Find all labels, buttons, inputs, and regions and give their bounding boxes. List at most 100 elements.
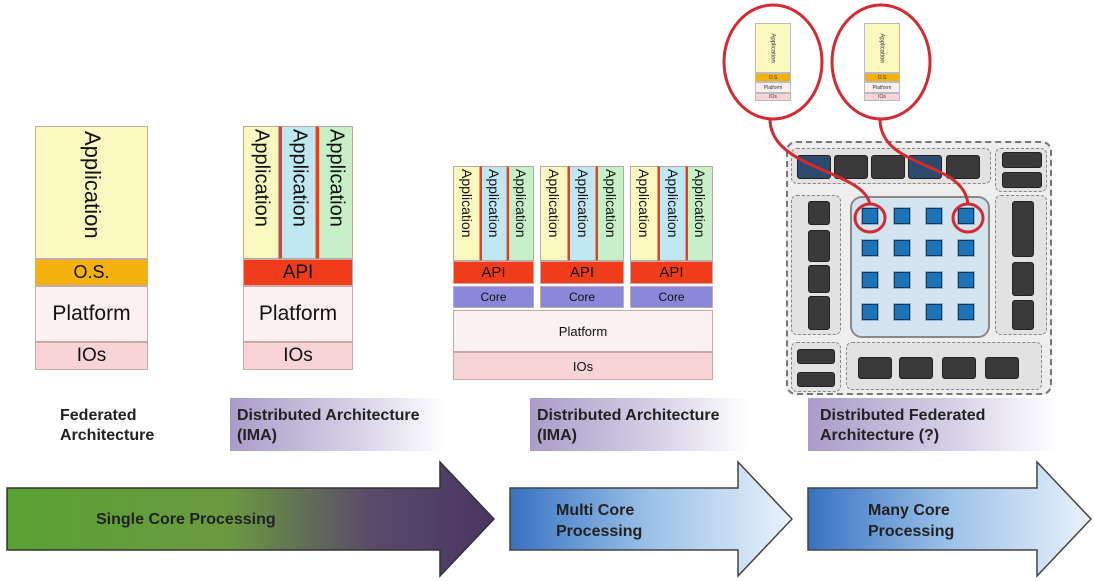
core-tile [926, 272, 942, 288]
ima2-g2-api-label: API [569, 264, 595, 281]
chip-top-unit-5 [946, 155, 980, 179]
caption-bg-distributed-1 [230, 398, 445, 451]
core-tile [958, 208, 974, 224]
callout-2-os-block: O.S [864, 73, 900, 82]
ima1-application-1: Application [243, 126, 279, 259]
caption-bg-distributed-2 [530, 398, 748, 451]
ima2-g2-application-2: Application [568, 166, 596, 261]
federated-platform-label: Platform [52, 302, 131, 325]
chip-bottom-left-unit-1 [797, 349, 835, 364]
federated-os-label: O.S. [73, 262, 110, 282]
ima2-g3-api: API [630, 261, 713, 284]
federated-os-block: O.S. [35, 259, 148, 286]
callout-2-os-label: O.S [877, 74, 887, 81]
callout-1-ios-block: IOs [755, 93, 791, 101]
arrow-multi-core [509, 460, 794, 578]
ima2-g3-application-1: Application [630, 166, 658, 261]
ima2-g1-api-label: API [481, 264, 506, 281]
federated-ios-label: IOs [76, 345, 107, 366]
chip-bottom-unit-2 [899, 357, 933, 379]
callout-2-ios-label: IOs [878, 94, 886, 100]
ima2-g3-application-2: Application [658, 166, 686, 261]
callout-2-connector [878, 118, 970, 206]
core-tile [958, 240, 974, 256]
core-tile [958, 272, 974, 288]
callout-1-platform-label: Platform [763, 84, 783, 91]
core-tile [926, 304, 942, 320]
federated-application-block: Application [35, 126, 148, 259]
caption-distributed-federated: Distributed Federated Architecture (?) [820, 407, 986, 444]
core-tile [894, 240, 910, 256]
arrow-label-many-core: Many Core Processing [868, 502, 955, 540]
ima2-g1-application-3: Application [507, 166, 534, 261]
core-tile [894, 208, 910, 224]
core-tile [926, 240, 942, 256]
ima1-platform-block: Platform [243, 286, 353, 342]
arrow-label-multi-core: Multi Core Processing [556, 502, 643, 540]
arrow-label-single-core: Single Core Processing [96, 511, 276, 528]
core-highlight-1 [853, 202, 887, 234]
core-tile [926, 208, 942, 224]
ima1-api-block: API [243, 259, 353, 286]
chip-left-unit-2 [808, 230, 830, 262]
callout-1-os-label: O.S [768, 74, 778, 81]
ima2-g3-application-3: Application [686, 166, 713, 261]
chip-right-unit-2 [1012, 262, 1034, 296]
ima2-g3-api-label: API [659, 264, 684, 281]
callout-2-application-block: Application [864, 23, 900, 73]
ima1-ios-label: IOs [283, 345, 313, 366]
caption-distributed-2: Distributed Architecture (IMA) [537, 407, 720, 444]
ima2-g1-api: API [453, 261, 534, 284]
core-tile [894, 272, 910, 288]
chip-left-unit-4 [808, 296, 830, 330]
arrow-single-core [6, 460, 496, 578]
chip-left-unit-3 [808, 265, 830, 293]
core-tile [862, 304, 878, 320]
chip-bottom-left-unit-2 [797, 372, 835, 387]
ima2-g2-application-1: Application [540, 166, 568, 261]
ima2-g3-core-label: Core [658, 290, 685, 304]
chip-right-top-unit-2 [1002, 172, 1042, 188]
callout-2-ios-block: IOs [864, 93, 900, 101]
ima1-platform-label: Platform [258, 302, 338, 325]
chip-right-unit-3 [1012, 300, 1034, 330]
callout-1-connector [768, 118, 872, 206]
chip-right-unit-1 [1012, 201, 1034, 257]
callout-1-ios-label: IOs [769, 94, 777, 100]
core-tile [894, 304, 910, 320]
ima2-g1-application-1: Application [453, 166, 480, 261]
caption-bg-distributed-federated [808, 398, 1058, 451]
caption-federated: Federated Architecture [60, 407, 155, 444]
chip-right-top-unit-1 [1002, 152, 1042, 168]
callout-1-os-block: O.S [755, 73, 791, 82]
chip-top-unit-3 [871, 155, 905, 179]
chip-bottom-unit-1 [858, 357, 892, 379]
caption-distributed-1: Distributed Architecture (IMA) [237, 407, 420, 444]
ima1-ios-block: IOs [243, 342, 353, 370]
ima2-platform-block: Platform [453, 310, 713, 352]
ima2-g1-application-2: Application [480, 166, 507, 261]
core-tile [862, 272, 878, 288]
federated-platform-block: Platform [35, 286, 148, 342]
callout-2-platform-label: Platform [872, 84, 892, 91]
chip-top-unit-2 [834, 155, 868, 179]
callout-2-platform-block: Platform [864, 82, 900, 93]
arrow-many-core [807, 460, 1093, 578]
ima2-g1-core: Core [453, 286, 534, 308]
ima2-ios-label: IOs [572, 358, 594, 374]
ima2-g2-core-label: Core [568, 290, 595, 304]
callout-1-application-block: Application [755, 23, 791, 73]
chip-left-unit-1 [808, 201, 830, 225]
callout-1-platform-block: Platform [755, 82, 791, 93]
core-tile [862, 208, 878, 224]
core-tile [958, 304, 974, 320]
ima1-application-3: Application [316, 126, 353, 259]
ima2-g2-application-3: Application [596, 166, 624, 261]
ima2-g3-core: Core [630, 286, 713, 308]
chip-bottom-unit-3 [942, 357, 976, 379]
ima2-platform-label: Platform [558, 323, 608, 339]
ima2-g2-api: API [540, 261, 624, 284]
ima2-g1-core-label: Core [480, 290, 507, 304]
